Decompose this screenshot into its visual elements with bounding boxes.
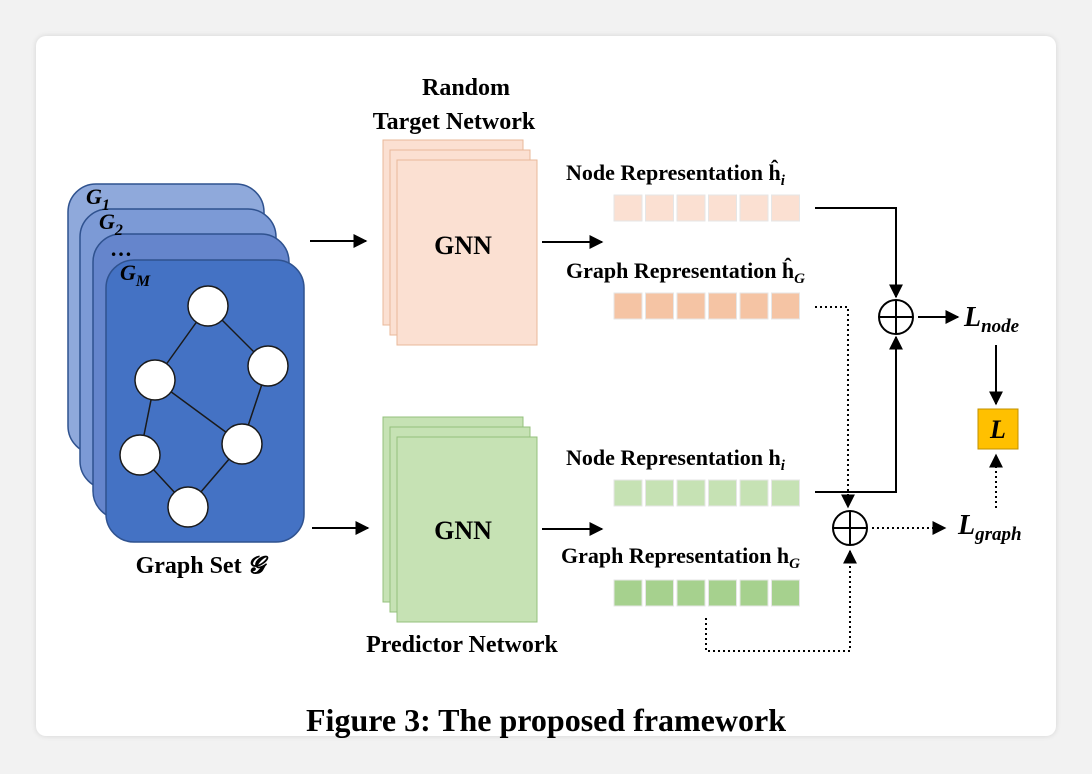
vector-cell (645, 194, 674, 222)
connector-graph-hat-to-plus (815, 306, 855, 509)
total-loss-label: L (989, 415, 1006, 444)
graph-node (134, 359, 176, 401)
connector-node-to-plus (815, 335, 903, 493)
graph-card-1-label: G1 (86, 184, 110, 214)
vector-cell (676, 292, 706, 320)
total-loss-box: L (977, 408, 1019, 450)
graph-node (247, 345, 289, 387)
vector-cell (771, 194, 800, 222)
figure-caption: Figure 3: The proposed framework (306, 702, 786, 738)
connector-node-hat-to-plus (815, 207, 903, 299)
loss-graph-label: Lgraph (957, 510, 1022, 545)
target-gnn-label: GNN (434, 231, 492, 260)
node-rep-vector (613, 479, 800, 507)
vector-cell (739, 194, 769, 222)
vector-cell (613, 194, 643, 222)
connector-graph-to-plus (705, 549, 857, 652)
graph-set: G1 G2 … GM Graph Set 𝓖 (67, 183, 305, 579)
vector-cell (645, 479, 674, 507)
plus-operator-graph (832, 510, 868, 546)
vector-cell (676, 479, 706, 507)
graph-rep-hat-label: Graph Representation ĥG (566, 258, 805, 287)
target-network-title-2: Target Network (373, 109, 536, 135)
graph-card-ellipsis-label: … (110, 236, 132, 261)
graph-set-label: Graph Set 𝓖 (136, 553, 269, 579)
vector-cell (676, 194, 706, 222)
node-rep-label: Node Representation hi (566, 445, 786, 474)
predictor-network-title: Predictor Network (366, 632, 558, 658)
graph-rep-hat-vector (613, 292, 800, 320)
node-rep-hat-vector (613, 194, 800, 222)
vector-cell (771, 479, 800, 507)
vector-cell (771, 292, 800, 320)
vector-cell (739, 579, 769, 607)
target-network: Random Target Network GNN (373, 75, 538, 346)
target-page-front (396, 159, 538, 346)
vector-cell (613, 479, 643, 507)
framework-diagram: G1 G2 … GM Graph Set 𝓖 Random Target N (67, 75, 1022, 658)
graph-node (187, 285, 229, 327)
vector-cell (771, 579, 800, 607)
target-network-title-1: Random (422, 75, 510, 101)
predictor-page-front (396, 436, 538, 623)
vector-cell (708, 292, 737, 320)
graph-card-2-label: G2 (99, 209, 123, 239)
graph-nodes (119, 285, 289, 528)
vector-cell (645, 292, 674, 320)
graph-node (221, 423, 263, 465)
figure-card: G1 G2 … GM Graph Set 𝓖 Random Target N (36, 36, 1056, 736)
predictor-gnn-label: GNN (434, 516, 492, 545)
graph-node (167, 486, 209, 528)
vector-cell (613, 292, 643, 320)
loss-node-label: Lnode (963, 302, 1020, 337)
vector-cell (613, 579, 643, 607)
vector-cell (645, 579, 674, 607)
vector-cell (708, 194, 737, 222)
vector-cell (708, 579, 737, 607)
graph-rep-label: Graph Representation hG (561, 543, 800, 572)
graph-card-m-label: GM (120, 260, 151, 290)
plus-operator-node (878, 299, 914, 335)
vector-cell (676, 579, 706, 607)
node-rep-hat-label: Node Representation ĥi (566, 160, 786, 189)
vector-cell (739, 479, 769, 507)
predictor-network: GNN Predictor Network (366, 416, 559, 658)
vector-cell (739, 292, 769, 320)
vector-cell (708, 479, 737, 507)
graph-rep-vector (613, 579, 800, 607)
graph-node (119, 434, 161, 476)
